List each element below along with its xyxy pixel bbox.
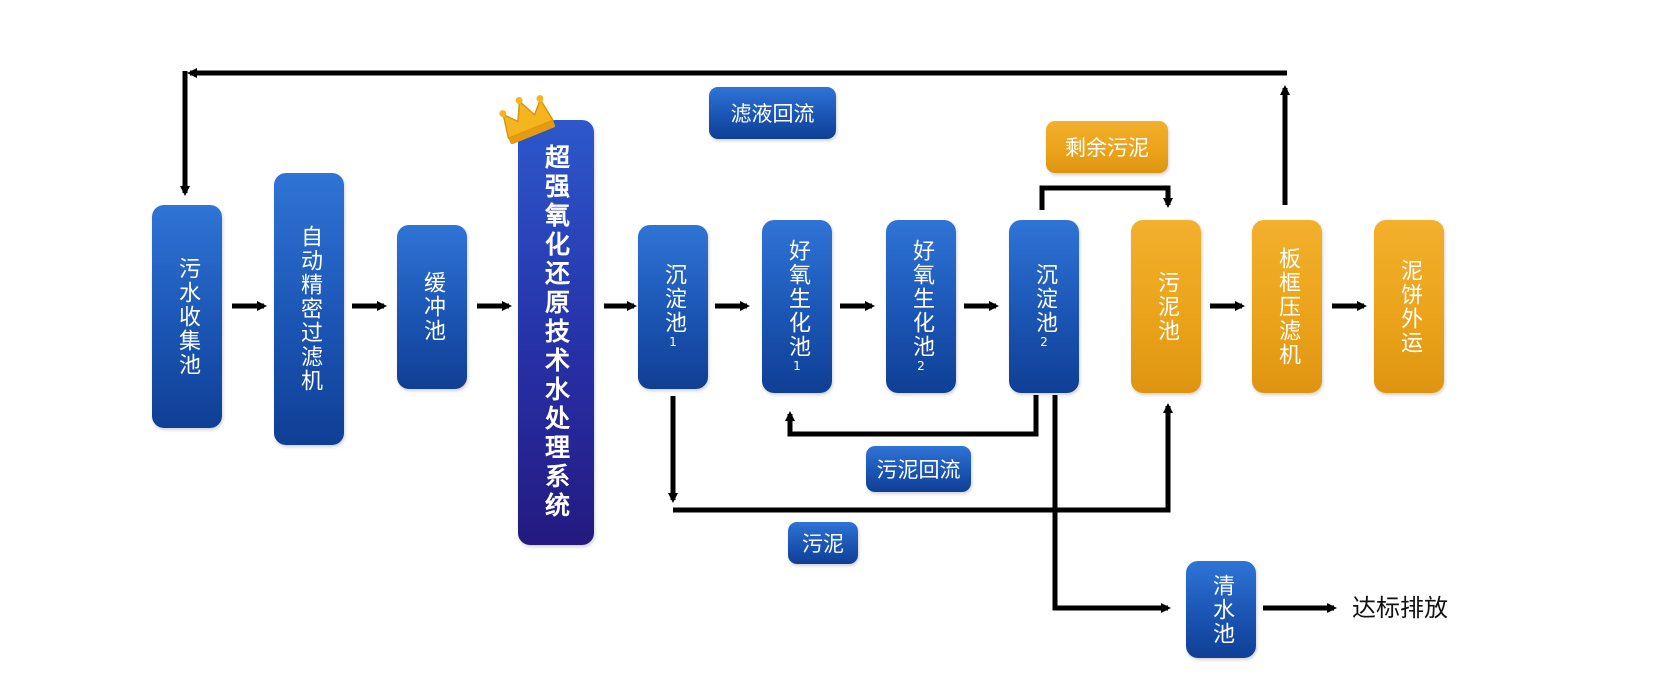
excess-sludge-line	[1039, 185, 1173, 210]
node-buffer: 缓冲池	[397, 225, 467, 389]
node-cake-label: 泥饼外运	[1397, 258, 1422, 355]
node-collection-label: 污水收集池	[175, 256, 200, 377]
node-aero2-text: 好氧生化池	[909, 238, 934, 359]
node-collection: 污水收集池	[152, 205, 222, 428]
crown-icon	[499, 95, 556, 144]
node-sed1-text: 沉淀池	[661, 263, 686, 335]
node-sed2-label: 沉淀池2	[1032, 262, 1057, 351]
label-excess-sludge: 剩余污泥	[1046, 121, 1168, 173]
node-buffer-label: 缓冲池	[420, 271, 445, 343]
node-aero1-label: 好氧生化池1	[785, 238, 810, 375]
label-sludge-return: 污泥回流	[866, 446, 971, 492]
node-sludge-tank: 污泥池	[1131, 220, 1201, 393]
node-aero2-sub: 2	[914, 358, 928, 375]
node-filter-label: 自动精密过滤机	[297, 225, 322, 393]
node-aero2: 好氧生化池2	[886, 220, 956, 393]
node-filter: 自动精密过滤机	[274, 173, 344, 445]
node-sed2-text: 沉淀池	[1032, 262, 1057, 335]
node-system-label: 超强氧化还原技术水处理系统	[541, 144, 571, 521]
node-clear: 清水池	[1186, 561, 1256, 658]
node-sed1: 沉淀池1	[638, 225, 708, 389]
node-sed1-sub: 1	[666, 335, 680, 351]
node-sed2-sub: 2	[1037, 334, 1051, 351]
sed2-to-clear-line	[1052, 395, 1171, 613]
node-aero1-sub: 1	[790, 358, 804, 375]
label-filtrate-return: 滤液回流	[709, 87, 836, 139]
node-press: 板框压滤机	[1252, 220, 1322, 393]
node-aero1-text: 好氧生化池	[785, 238, 810, 359]
node-sludge-tank-label: 污泥池	[1154, 270, 1179, 343]
sludge-return-line	[785, 395, 1039, 437]
node-sed1-label: 沉淀池1	[661, 263, 686, 351]
node-aero2-label: 好氧生化池2	[909, 238, 934, 375]
node-system: 超强氧化还原技术水处理系统	[518, 120, 594, 545]
node-cake: 泥饼外运	[1374, 220, 1444, 393]
node-aero1: 好氧生化池1	[762, 220, 832, 393]
node-sed2: 沉淀池2	[1009, 220, 1079, 393]
node-press-label: 板框压滤机	[1275, 246, 1300, 367]
node-clear-label: 清水池	[1209, 573, 1234, 646]
label-sludge: 污泥	[788, 522, 858, 564]
sludge-bottom-line	[673, 403, 1173, 513]
label-discharge: 达标排放	[1352, 594, 1448, 622]
